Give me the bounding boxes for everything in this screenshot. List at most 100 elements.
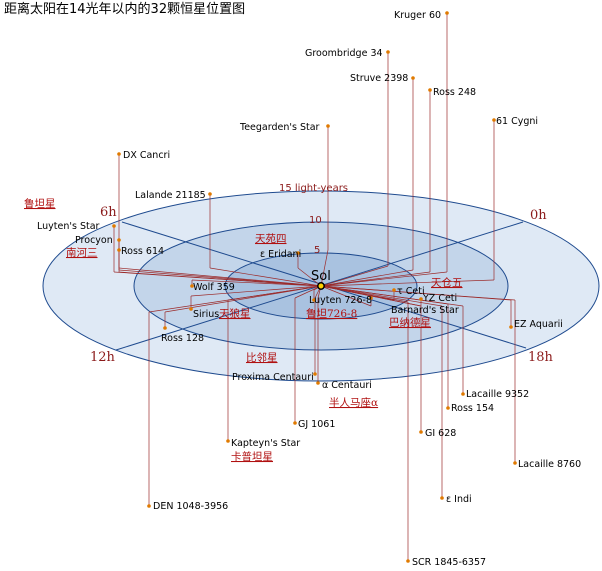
radial-line xyxy=(191,279,322,287)
star-dot xyxy=(513,461,517,465)
radial-line xyxy=(320,285,409,303)
star-dot xyxy=(312,298,316,302)
star-label: Struve 2398 xyxy=(350,73,408,84)
star-dot xyxy=(440,496,444,500)
star-label: GI 628 xyxy=(425,428,456,439)
page-title: 距离太阳在14光年以内的32颗恒星位置图 xyxy=(4,1,245,17)
star-dot xyxy=(492,118,496,122)
chinese-name-label: 天仓五 xyxy=(431,276,463,289)
chinese-name-label: 南河三 xyxy=(66,246,98,259)
star-label: EZ Aquarii xyxy=(514,319,563,330)
star-label: ε Indi xyxy=(446,494,472,505)
radial-line xyxy=(148,285,322,313)
chinese-name-label: 卡普坦星 xyxy=(231,450,273,463)
star-label: Lacaille 9352 xyxy=(466,389,529,400)
star-label: Sirius xyxy=(193,309,219,320)
star-label: Lacaille 8760 xyxy=(518,459,581,470)
radial-line xyxy=(209,267,322,287)
star-dot xyxy=(296,251,300,255)
radial-line xyxy=(294,285,322,299)
star-label: Ross 154 xyxy=(451,403,494,414)
star-dot xyxy=(316,381,320,385)
radial-line xyxy=(320,249,329,287)
ring-label-5: 5 xyxy=(314,245,320,256)
star-label: Procyon xyxy=(75,235,113,246)
star-dot xyxy=(190,284,194,288)
star-dot xyxy=(461,392,465,396)
star-label: Kruger 60 xyxy=(394,10,441,21)
star-label: Lalande 21185 xyxy=(135,190,206,201)
star-label: DEN 1048-3956 xyxy=(153,501,228,512)
star-dot xyxy=(117,238,121,242)
chinese-name-label: 半人马座α xyxy=(329,396,378,409)
star-label: SCR 1845-6357 xyxy=(412,557,486,568)
hour-label-6h: 6h xyxy=(100,205,117,220)
radial-line xyxy=(320,269,414,287)
sol-marker xyxy=(317,282,325,290)
star-dot xyxy=(446,406,450,410)
star-label: Luyten's Star xyxy=(37,221,100,232)
hour-label-18h: 18h xyxy=(528,350,554,365)
chinese-name-label: 天苑四 xyxy=(255,232,287,245)
star-dot xyxy=(445,11,449,15)
star-dot xyxy=(419,430,423,434)
star-dot xyxy=(147,504,151,508)
drop-lines xyxy=(113,13,516,561)
star-dot xyxy=(406,559,410,563)
star-label: GJ 1061 xyxy=(298,419,335,430)
star-dot xyxy=(189,307,193,311)
star-dot xyxy=(117,248,121,252)
star-dot xyxy=(369,296,373,300)
star-label: YZ Ceti xyxy=(422,293,457,304)
chinese-name-label: 比邻星 xyxy=(246,351,278,364)
star-dot xyxy=(112,224,116,228)
chinese-name-label: 天狼星 xyxy=(219,307,251,320)
star-label: DX Cancri xyxy=(123,150,170,161)
star-dot xyxy=(411,76,415,80)
star-label: 61 Cygni xyxy=(496,116,538,127)
star-label: Teegarden's Star xyxy=(239,122,320,133)
hour-label-12h: 12h xyxy=(90,350,116,365)
star-label: Ross 128 xyxy=(161,333,204,344)
star-dot xyxy=(428,88,432,92)
chinese-name-label: 鲁坦726-8 xyxy=(306,307,357,320)
radial-line xyxy=(320,279,495,287)
star-dot xyxy=(386,50,390,54)
star-dot xyxy=(419,297,423,301)
chinese-name-label: 鲁坦星 xyxy=(24,197,56,210)
star-dot xyxy=(117,152,121,156)
star-label: Wolf 359 xyxy=(193,282,235,293)
radial-line xyxy=(320,285,516,301)
radial-line xyxy=(118,267,322,287)
radial-line xyxy=(320,285,443,307)
star-label: ε Eridani xyxy=(260,249,301,260)
ring-label-15: 15 light-years xyxy=(279,183,348,194)
star-dots xyxy=(112,11,517,563)
star-dot xyxy=(313,372,317,376)
star-label: Proxima Centauri xyxy=(232,372,314,383)
radial-line xyxy=(113,271,322,287)
radial-line xyxy=(320,271,448,287)
star-label: Barnard's Star xyxy=(391,305,459,316)
star-label: Groombridge 34 xyxy=(305,48,383,59)
star-label: Ross 248 xyxy=(433,87,476,98)
star-dot xyxy=(326,124,330,128)
radial-line xyxy=(190,285,322,297)
star-dot xyxy=(208,192,212,196)
radial-line xyxy=(320,285,372,307)
star-label: Luyten 726-8 xyxy=(309,295,372,306)
star-dot xyxy=(509,325,513,329)
radial-line xyxy=(320,285,449,305)
chinese-name-label: 巴纳德星 xyxy=(389,316,431,329)
star-dot xyxy=(392,288,396,292)
star-label: Kapteyn's Star xyxy=(231,438,300,449)
star-label: τ Ceti xyxy=(397,286,425,297)
radial-line xyxy=(320,265,389,287)
ring-label-10: 10 xyxy=(309,215,322,226)
star-dot xyxy=(163,326,167,330)
sol-label: Sol xyxy=(311,269,331,284)
radial-line xyxy=(320,271,431,287)
